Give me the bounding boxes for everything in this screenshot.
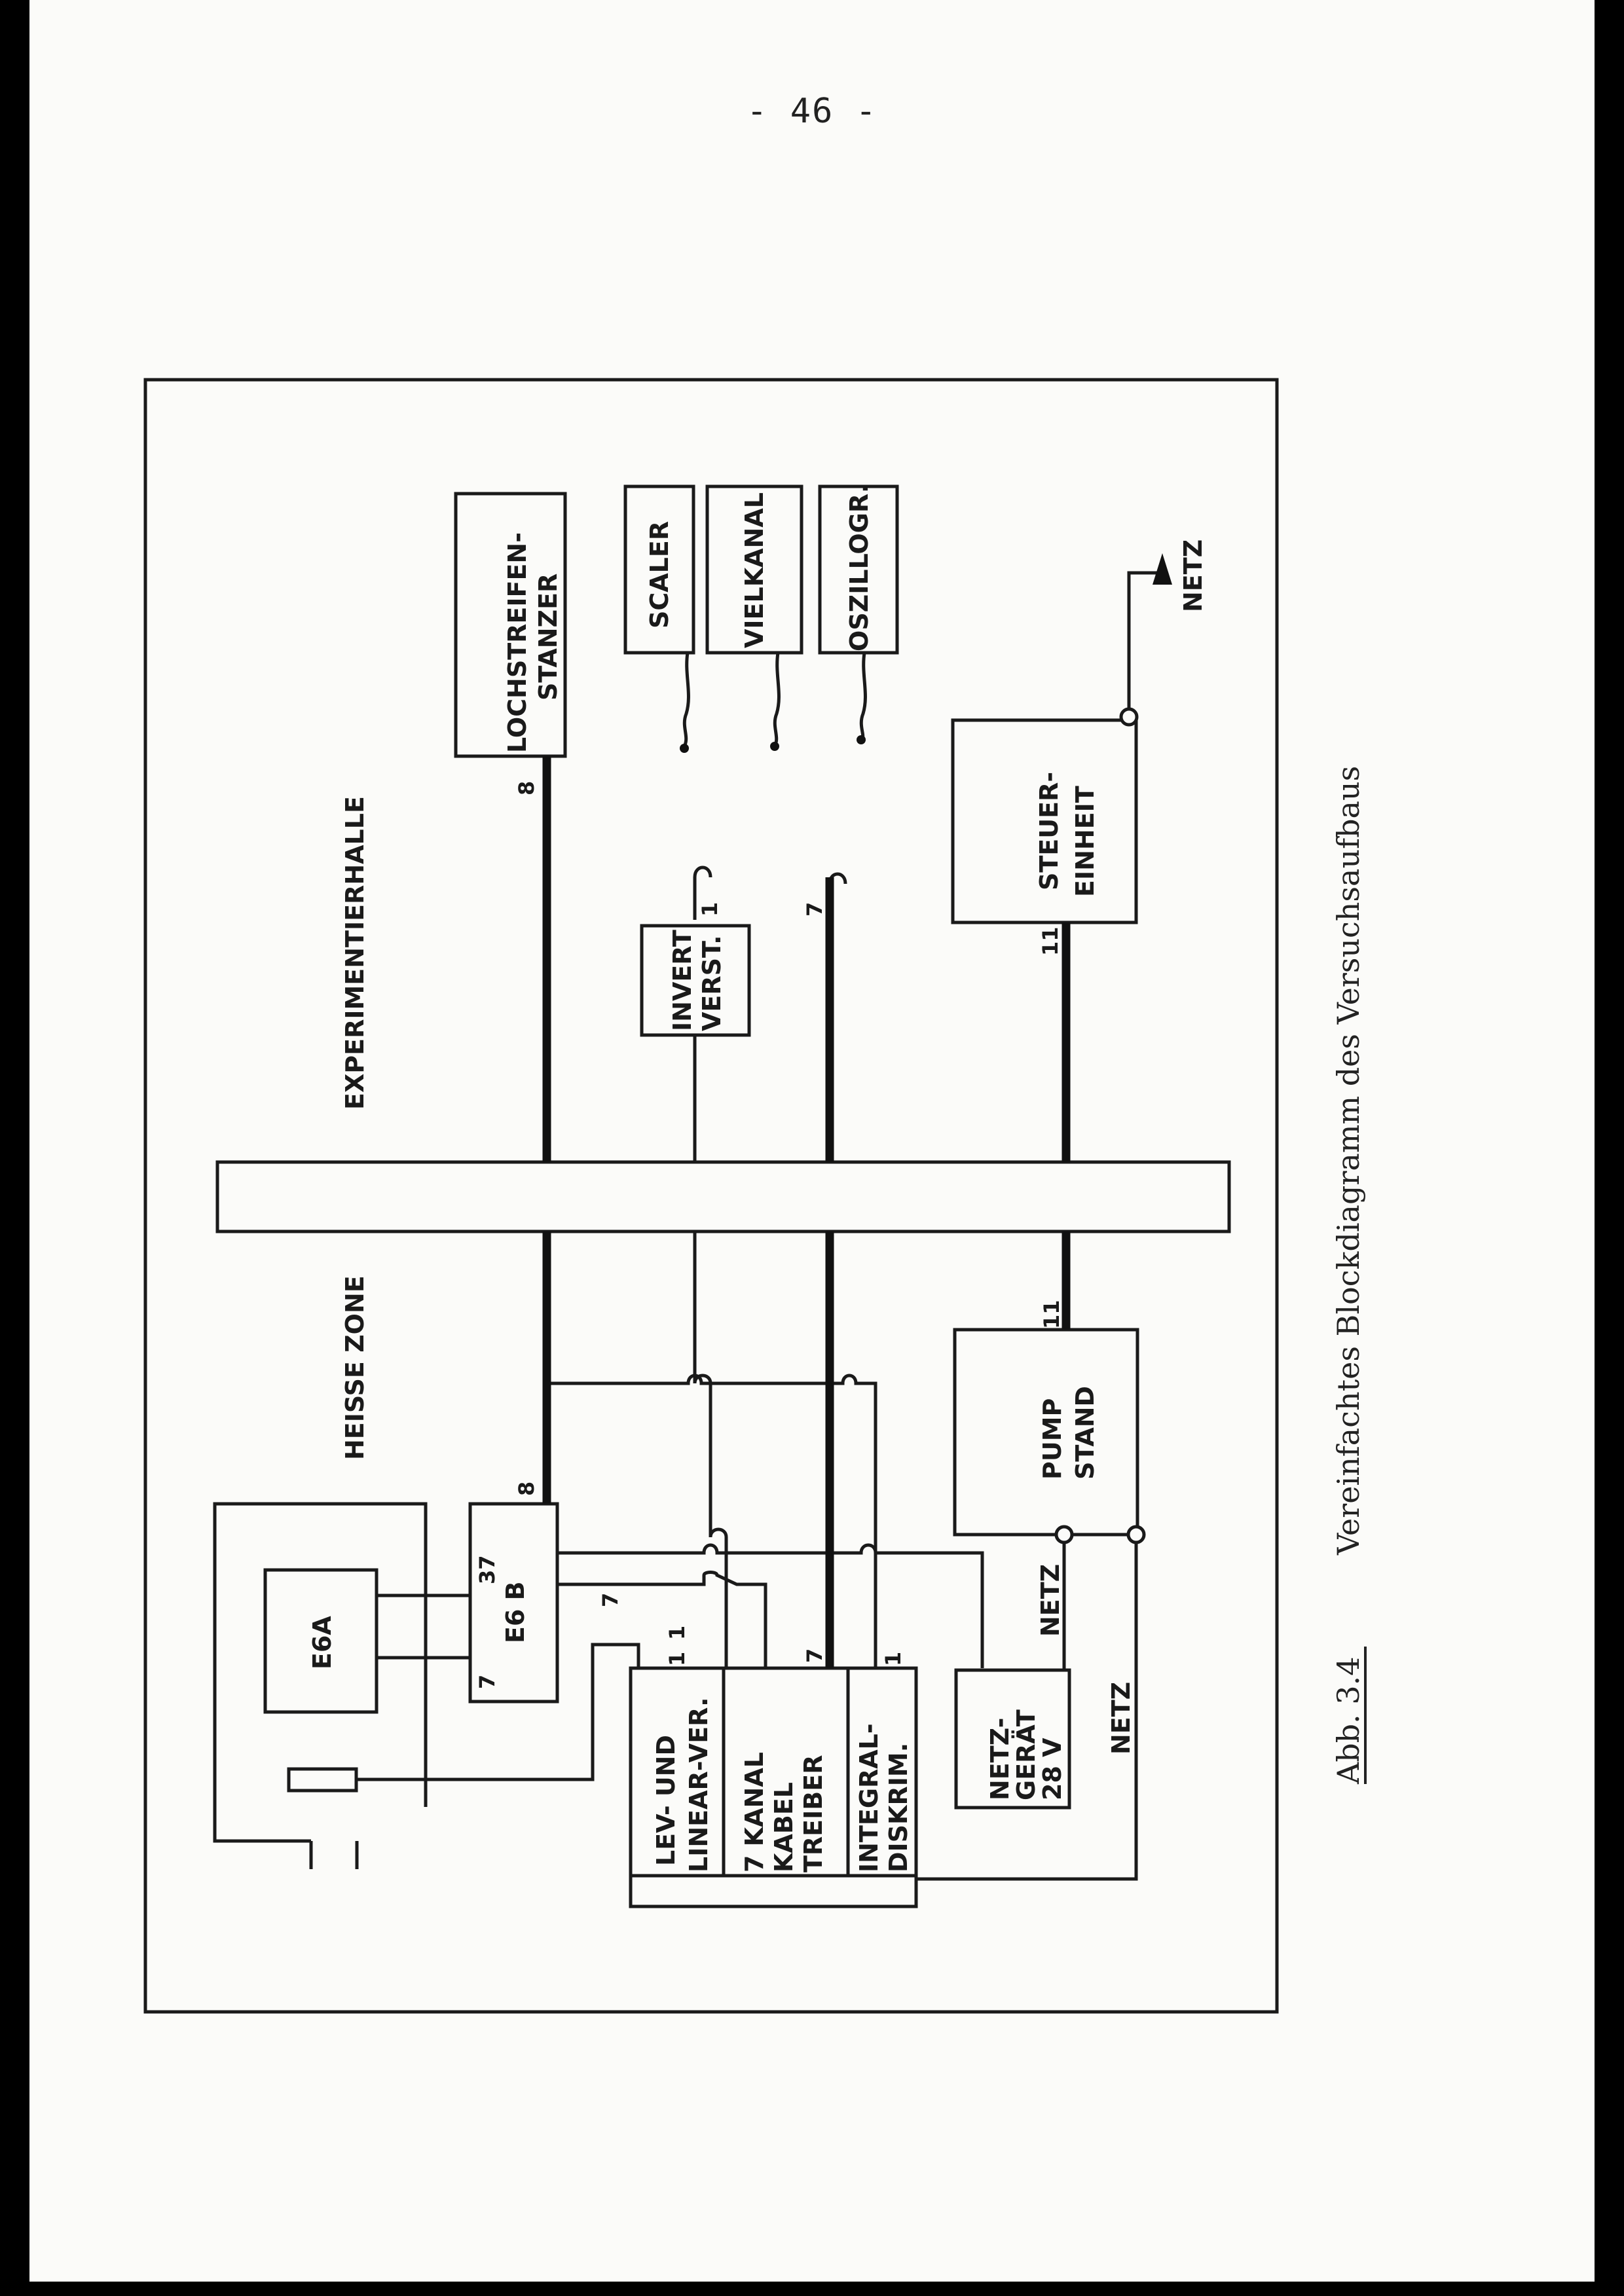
lev-label-1: LEV- UND [652, 1735, 680, 1866]
e6b-label: E6 B [501, 1581, 530, 1643]
cable-end-dot [857, 735, 866, 744]
driver-label-1: 7 KANAL [740, 1752, 769, 1872]
oscillograph-box [818, 484, 899, 655]
e6a-label: E6A [308, 1616, 337, 1669]
driver-label-2: KABEL [769, 1782, 798, 1872]
psu-label-3: 28 V [1038, 1738, 1067, 1800]
psu-label-1: NETZ- [986, 1718, 1014, 1800]
sensor-element [287, 1767, 358, 1793]
discr-label-2: DISKRIM. [884, 1743, 913, 1872]
scaler-box [623, 484, 695, 655]
psu-box [954, 1668, 1071, 1810]
oscillograph-label: OSZILLOGR. [845, 484, 874, 651]
mains-label-pump: NETZ [1036, 1564, 1065, 1637]
mains-arrow-icon [1153, 553, 1172, 585]
scaler-label: SCALER [645, 521, 674, 629]
hot-zone-enclosure [213, 1502, 428, 1843]
count-pump: 11 [1039, 1300, 1064, 1329]
block-diagram: LOCHSTREIFEN- STANZER SCALER VIELKANAL O… [143, 378, 1367, 2014]
hot-zone-label: HEISSE ZONE [341, 1275, 369, 1460]
punch-label-1: LOCHSTREIFEN- [503, 532, 532, 753]
count-lev: 1 [665, 1652, 690, 1666]
count-driver-hall: 7 [802, 902, 827, 917]
experimental-hall-label: EXPERIMENTIERHALLE [341, 796, 369, 1110]
cable-end-dot [770, 742, 779, 751]
count-e6b-out: 7 [598, 1593, 623, 1607]
e6a-box [263, 1568, 378, 1714]
page-number: - 46 - [747, 92, 877, 131]
control-label-1: STEUER- [1035, 772, 1063, 890]
count-punch: 8 [514, 781, 539, 795]
caption-number: Abb. 3.4 [1331, 1656, 1366, 1785]
e6b-box [468, 1502, 559, 1704]
caption-text: Vereinfachtes Blockdiagramm des Versuchs… [1331, 766, 1366, 1556]
pump-label-1: PUMP [1038, 1398, 1067, 1480]
inverter-label-1: INVERT [668, 930, 697, 1031]
count-discr: 1 [881, 1652, 906, 1666]
pump-box [953, 1328, 1139, 1537]
punch-box [454, 492, 567, 758]
mains-label-top: NETZ [1179, 539, 1208, 612]
count-control: 11 [1038, 926, 1063, 956]
count-lev-in: 1 [665, 1626, 690, 1640]
multichannel-label: VIELKANAL [740, 492, 769, 648]
discr-label-1: INTEGRAL- [855, 1723, 883, 1872]
inverter-label-2: VERST. [697, 935, 726, 1031]
diagram-frame [143, 378, 1279, 2014]
lev-label-2: LINEAR-VER. [684, 1697, 713, 1872]
distribution-bar [215, 1160, 1231, 1233]
document-page: - 46 - [29, 0, 1595, 2282]
count-inverter: 1 [697, 902, 722, 917]
count-e6b-top: 8 [514, 1482, 539, 1496]
driver-label-3: TREIBER [799, 1755, 828, 1872]
pump-label-2: STAND [1071, 1386, 1099, 1480]
control-label-2: EINHEIT [1071, 786, 1099, 897]
cable-end-dot [680, 744, 689, 753]
mains-label-psu: NETZ [1107, 1682, 1135, 1755]
control-box [951, 718, 1138, 924]
count-driver: 7 [802, 1649, 827, 1663]
multichannel-box [705, 484, 803, 655]
electronics-rack [629, 1666, 918, 1908]
count-e6b-37: 37 [475, 1555, 500, 1584]
count-e6b-7: 7 [475, 1675, 500, 1689]
psu-label-2: GERÄT [1012, 1709, 1041, 1800]
punch-label-2: STANZER [534, 574, 563, 701]
